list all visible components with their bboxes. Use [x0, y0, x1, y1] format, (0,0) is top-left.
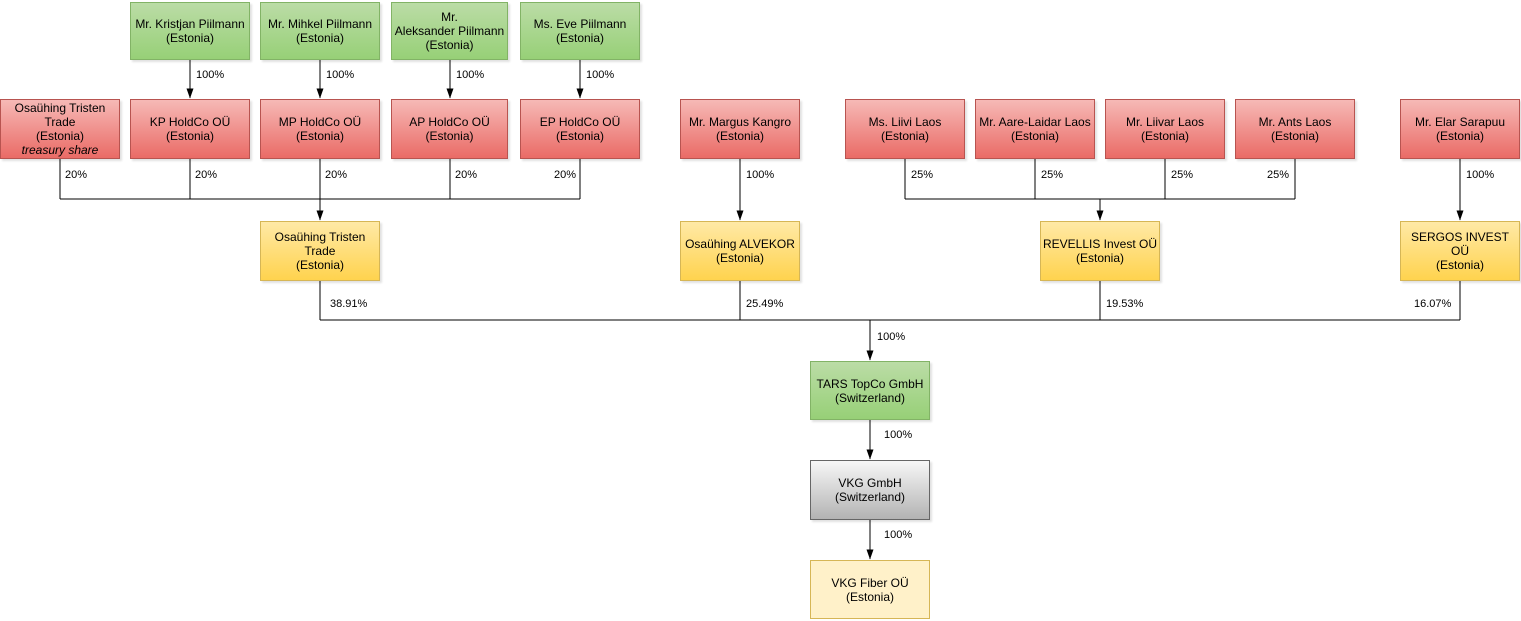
edge-bus-tars — [319, 281, 1461, 321]
node-label: Osaühing Tristen — [14, 101, 106, 115]
node-country: (Estonia) — [1270, 129, 1320, 143]
node-country: (Estonia) — [555, 129, 605, 143]
node-ap-holdco: AP HoldCo OÜ (Estonia) — [391, 99, 508, 159]
node-country: (Estonia) — [1140, 129, 1190, 143]
edge-label-ep-20: 20% — [554, 169, 577, 181]
node-tars-topco: TARS TopCo GmbH (Switzerland) — [810, 361, 930, 420]
node-country: (Estonia) — [165, 129, 215, 143]
node-label: Aleksander Piilmann — [394, 24, 505, 38]
node-label: EP HoldCo OÜ — [539, 115, 621, 129]
node-sergos-invest: SERGOS INVEST OÜ (Estonia) — [1400, 221, 1520, 281]
node-tristen-trade-treasury: Osaühing Tristen Trade (Estonia) treasur… — [0, 99, 120, 159]
node-mihkel-piilmann: Mr. Mihkel Piilmann (Estonia) — [260, 2, 380, 60]
node-label: VKG Fiber OÜ — [831, 575, 909, 590]
node-liivar-laos: Mr. Liivar Laos (Estonia) — [1105, 99, 1225, 159]
node-country: (Estonia) — [165, 31, 215, 45]
edge-label-eve-ep: 100% — [586, 69, 615, 81]
node-country: (Estonia) — [1075, 251, 1125, 265]
node-aare-laidar-laos: Mr. Aare-Laidar Laos (Estonia) — [975, 99, 1095, 159]
node-country: (Estonia) — [715, 251, 765, 265]
node-country: (Estonia) — [715, 129, 765, 143]
node-label: Mr. — [441, 10, 458, 24]
node-label: AP HoldCo OÜ — [409, 115, 490, 129]
node-country: (Switzerland) — [834, 390, 906, 405]
node-label: SERGOS INVEST — [1410, 230, 1510, 244]
node-label: VKG GmbH — [838, 476, 902, 490]
node-label: Ms. Liivi Laos — [868, 115, 942, 129]
node-country: (Estonia) — [425, 129, 474, 143]
edge-label-kristjan-kp: 100% — [196, 69, 225, 81]
node-elar-sarapuu: Mr. Elar Sarapuu (Estonia) — [1400, 99, 1520, 159]
edge-label-group-tars: 100% — [877, 331, 906, 343]
node-country: (Estonia) — [425, 38, 474, 52]
edge-label-mp-20: 20% — [325, 169, 348, 181]
node-vkg-fiber: VKG Fiber OÜ (Estonia) — [810, 560, 930, 619]
node-margus-kangro: Mr. Margus Kangro (Estonia) — [680, 99, 800, 159]
edge-label-revellis-tars: 19.53% — [1106, 298, 1144, 310]
node-ep-holdco: EP HoldCo OÜ (Estonia) — [520, 99, 640, 159]
node-ants-laos: Mr. Ants Laos (Estonia) — [1235, 99, 1355, 159]
node-country: (Switzerland) — [834, 490, 906, 504]
node-country: (Estonia) — [880, 129, 930, 143]
node-label: Osaühing ALVEKOR — [685, 237, 795, 251]
node-label: Mr. Kristjan Piilmann — [135, 17, 245, 31]
node-label: Trade — [44, 115, 76, 129]
node-aleksander-piilmann: Mr. Aleksander Piilmann (Estonia) — [391, 2, 508, 60]
node-liivi-laos: Ms. Liivi Laos (Estonia) — [845, 99, 965, 159]
node-label: Mr. Aare-Laidar Laos — [979, 115, 1091, 129]
node-label: Mr. Margus Kangro — [688, 115, 792, 129]
node-label: Mr. Elar Sarapuu — [1414, 115, 1506, 129]
edge-label-sergos-tars: 16.07% — [1414, 298, 1452, 310]
node-label: Trade — [304, 244, 336, 258]
node-eve-piilmann: Ms. Eve Piilmann (Estonia) — [520, 2, 640, 60]
edge-label-liivar-25: 25% — [1171, 169, 1194, 181]
node-country: (Estonia) — [1435, 258, 1485, 272]
edge-label-kp-20: 20% — [195, 169, 218, 181]
edge-label-vkg-fiber: 100% — [884, 529, 913, 541]
node-label: Osaühing Tristen — [274, 230, 366, 244]
node-label: TARS TopCo GmbH — [816, 376, 924, 391]
edge-bus-revellis — [904, 159, 1296, 200]
edge-label-tars-vkg: 100% — [884, 429, 913, 441]
edge-label-tristen-tars: 38.91% — [330, 298, 368, 310]
edge-label-aare-25: 25% — [1041, 169, 1064, 181]
node-country: (Estonia) — [555, 31, 605, 45]
node-country: (Estonia) — [1435, 129, 1485, 143]
node-country: (Estonia) — [845, 589, 895, 604]
node-country: (Estonia) — [35, 129, 85, 143]
node-country: (Estonia) — [295, 129, 345, 143]
node-label: OÜ — [1451, 244, 1469, 258]
edge-label-ap-20: 20% — [455, 169, 478, 181]
edge-label-aleksander-ap: 100% — [456, 69, 485, 81]
edge-label-mihkel-mp: 100% — [326, 69, 355, 81]
node-label: Mr. Ants Laos — [1258, 115, 1332, 129]
node-note: treasury share — [21, 143, 99, 157]
edge-label-alvekor-tars: 25.49% — [746, 298, 784, 310]
node-kristjan-piilmann: Mr. Kristjan Piilmann (Estonia) — [130, 2, 250, 60]
node-label: Mr. Liivar Laos — [1125, 115, 1205, 129]
node-mp-holdco: MP HoldCo OÜ (Estonia) — [260, 99, 380, 159]
node-label: REVELLIS Invest OÜ — [1042, 237, 1158, 251]
edge-label-margus-alvekor: 100% — [746, 169, 775, 181]
node-vkg-gmbh: VKG GmbH (Switzerland) — [810, 460, 930, 520]
node-label: Mr. Mihkel Piilmann — [267, 17, 373, 31]
edge-label-treasury-20: 20% — [65, 169, 88, 181]
edge-bus-tristen — [59, 159, 581, 200]
edge-label-ants-25: 25% — [1267, 169, 1290, 181]
edge-label-elar-sergos: 100% — [1466, 169, 1495, 181]
node-label: KP HoldCo OÜ — [149, 115, 231, 129]
node-label: Ms. Eve Piilmann — [533, 17, 627, 31]
node-tristen-trade: Osaühing Tristen Trade (Estonia) — [260, 221, 380, 281]
node-alvekor: Osaühing ALVEKOR (Estonia) — [680, 221, 800, 281]
node-revellis-invest: REVELLIS Invest OÜ (Estonia) — [1040, 221, 1160, 281]
node-kp-holdco: KP HoldCo OÜ (Estonia) — [130, 99, 250, 159]
node-country: (Estonia) — [295, 258, 345, 272]
node-label: MP HoldCo OÜ — [278, 115, 362, 129]
edge-label-liivi-25: 25% — [911, 169, 934, 181]
node-country: (Estonia) — [295, 31, 345, 45]
node-country: (Estonia) — [1010, 129, 1060, 143]
